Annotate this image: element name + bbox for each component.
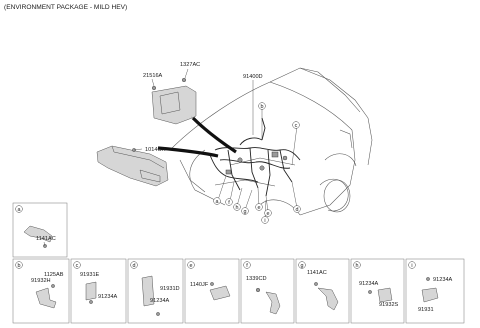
svg-text:a: a [18, 207, 21, 213]
svg-text:b: b [261, 104, 264, 110]
detail-b-label-1: 1125AB [44, 272, 64, 278]
diagram-title: (ENVIRONMENT PACKAGE - MILD HEV) [4, 4, 127, 11]
detail-i-part [421, 287, 439, 303]
detail-box-d: d 91931D 91234A [127, 258, 184, 324]
detail-c-label-1: 91931E [80, 272, 100, 278]
svg-text:f: f [246, 263, 248, 269]
detail-d-label-2: 91234A [150, 298, 170, 304]
detail-g-label: 1141AC [307, 270, 327, 276]
detail-b-label-2: 91932H [31, 278, 51, 284]
callout-g: g [241, 207, 249, 215]
detail-h-label-2: 91932S [379, 302, 399, 308]
svg-text:i: i [411, 263, 412, 269]
callout-d: d [293, 205, 301, 213]
detail-h-part [377, 287, 393, 303]
svg-text:i: i [264, 218, 265, 224]
detail-a-part [23, 225, 53, 243]
detail-box-i: i 91234A 91931 [405, 258, 465, 324]
detail-e-part [209, 285, 231, 301]
detail-e-label: 1140JF [190, 282, 209, 288]
svg-text:d: d [133, 263, 136, 269]
svg-text:g: g [244, 209, 247, 215]
protector-bracket [96, 145, 169, 187]
vehicle-outline [169, 67, 373, 216]
detail-box-b: b 1125AB 91932H [12, 258, 70, 324]
detail-h-label-1: 91234A [359, 281, 379, 287]
svg-text:a: a [216, 199, 219, 205]
svg-text:e: e [267, 211, 270, 217]
callout-e-upper: e [255, 203, 263, 211]
wiring-harness [209, 117, 301, 197]
svg-text:f: f [228, 200, 230, 206]
svg-text:b: b [18, 263, 21, 269]
callout-i: i [261, 216, 269, 224]
detail-d-label-1: 91931D [160, 286, 180, 292]
part-label-1327AC: 1327AC [180, 62, 200, 68]
detail-box-h: h 91234A 91932S [350, 258, 405, 324]
battery-bracket [151, 77, 197, 125]
callout-e-lower: e [264, 209, 272, 217]
svg-text:e: e [258, 205, 261, 211]
detail-box-a: a 1141AC [12, 202, 68, 258]
callout-f: f [225, 198, 233, 206]
callout-c: c [292, 121, 300, 129]
detail-box-g: g 1141AC [295, 258, 350, 324]
detail-b-part [35, 287, 57, 309]
part-label-91400D: 91400D [243, 74, 263, 80]
lead-arrow-lower [157, 146, 219, 158]
svg-text:c: c [295, 123, 298, 129]
detail-i-label-2: 91931 [418, 307, 434, 313]
part-label-1014CH: 1014CH [145, 147, 166, 153]
svg-text:e: e [190, 263, 193, 269]
detail-c-label-2: 91234A [98, 294, 118, 300]
detail-box-c: c 91931E 91234A [70, 258, 127, 324]
detail-c-part [85, 281, 97, 301]
callout-h: h [233, 203, 241, 211]
detail-box-f: f 1339CD [240, 258, 295, 324]
callout-a: a [213, 197, 221, 205]
svg-text:g: g [301, 263, 304, 269]
detail-g-part [317, 287, 339, 311]
part-label-21516A: 21516A [143, 73, 163, 79]
detail-d-part [141, 275, 155, 307]
detail-a-label: 1141AC [36, 236, 56, 242]
svg-text:h: h [356, 263, 359, 269]
leader-lines [133, 68, 298, 220]
detail-box-e: e 1140JF [184, 258, 240, 324]
detail-f-label: 1339CD [246, 276, 267, 282]
detail-f-part [265, 291, 281, 315]
lead-arrow-upper [191, 116, 237, 154]
callout-b: b [258, 102, 266, 110]
svg-text:h: h [236, 205, 239, 211]
detail-i-label-1: 91234A [433, 277, 453, 283]
svg-text:c: c [76, 263, 79, 269]
svg-text:d: d [296, 207, 299, 213]
main-diagram: 21516A 1327AC 91400D 1014CH b c d a f h [96, 62, 373, 224]
